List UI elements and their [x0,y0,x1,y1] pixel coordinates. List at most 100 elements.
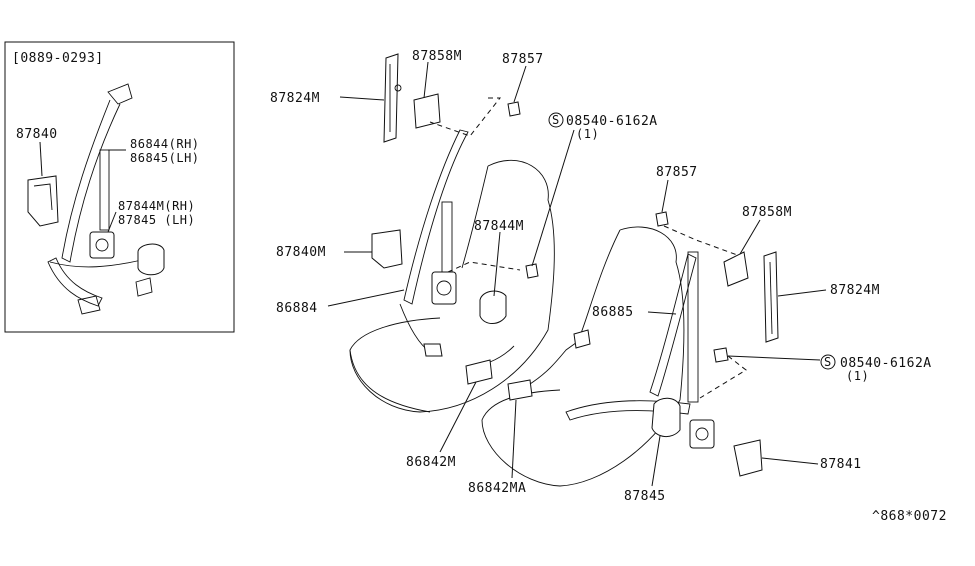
label-08540-right: 08540-6162A [840,356,932,371]
bolt-08540-left [525,263,539,279]
label-87844m: 87844M [474,219,524,234]
leader-87824m-left [339,96,385,101]
left-seat-back-outline [349,159,555,413]
label-86842ma: 86842MA [468,481,526,496]
dash-anchor-right [663,225,741,257]
label-86885: 86885 [592,305,634,320]
stalk-86842ma [507,379,533,401]
label-87845: 87845 [624,489,666,504]
inset-lap-webbing [47,257,103,307]
inset-retractor-hub [95,238,109,252]
inset-label-87844m: 87844M(RH) [118,199,195,213]
leader-87844m [493,231,501,297]
buckle-87844m [479,290,507,324]
label-08540-top-qty: (1) [576,127,599,141]
right-seat-back-outline [481,226,685,487]
inset-label-87845: 87845 (LH) [118,213,195,227]
cover-87858m-right [723,251,749,287]
screw-symbol-letter-right: S [824,355,832,369]
inset-buckle-87845 [137,243,165,276]
right-shoulder-webbing [649,253,697,397]
connector-86842ma [573,329,591,349]
right-retractor-87841 [689,419,715,449]
leader-87857-right [661,179,669,213]
label-08540-right-qty: (1) [846,369,869,383]
left-retractor [431,271,457,305]
right-lap-webbing [565,400,691,421]
leader-87845 [651,435,661,487]
stalk-86842m-cable [489,345,515,363]
leader-87858m-right [739,219,761,255]
inset-label-86844: 86844(RH) [130,137,200,151]
label-87840m: 87840M [276,245,326,260]
right-seat-back-edge [579,229,621,337]
leader-87824m-right [777,289,827,297]
inset-panel: [0889-0293] 87840 86844(RH) 86845(LH) 87… [4,41,235,333]
label-87824m-right: 87824M [830,283,880,298]
inset-shoulder-webbing [61,99,121,263]
dash-anchor-left [429,97,502,137]
buckle-87845 [651,397,681,437]
inset-anchor-top [107,83,133,105]
leader-inset-87840 [39,141,43,177]
anchor-slot-right [769,261,773,335]
cover-87840m [371,229,403,269]
right-seat-assembly [481,211,779,487]
inset-frame [4,41,235,333]
dash-bolt-left [447,261,521,273]
left-floor-anchor [423,343,443,357]
label-87857-right: 87857 [656,165,698,180]
dash-bolt-right [699,355,747,399]
inset-label-87840: 87840 [16,127,58,142]
left-seat-back-edge [461,165,489,269]
left-seat-assembly [349,53,555,413]
inset-floor-anchor [77,295,101,315]
cover-87858m-left [413,93,441,129]
cover-87841 [733,439,763,477]
leader-lines [327,61,827,487]
label-86884: 86884 [276,301,318,316]
label-87858m-top: 87858M [412,49,462,64]
label-87824m-left: 87824M [270,91,320,106]
label-87841: 87841 [820,457,862,472]
leader-87857-top [513,65,527,103]
label-86842m: 86842M [406,455,456,470]
inset-bolt [135,277,153,297]
label-87857-top: 87857 [502,52,544,67]
leader-87841 [761,457,819,465]
bolt-08540-right [713,347,729,363]
inset-retractor [89,231,115,259]
label-08540-top: 08540-6162A [566,114,658,129]
inset-cover-detail [33,183,53,211]
leader-86884 [327,289,405,307]
left-seat-cushion [349,349,431,413]
leader-86842m [439,381,477,453]
left-shoulder-webbing [403,129,469,305]
screw-symbol-letter-top: S [552,113,560,127]
callout-labels: 87824M 87858M 87857 S 08540-6162A (1) 87… [270,49,947,524]
left-retractor-hub [436,280,452,296]
screw-symbol-icon-top [548,112,564,128]
inset-cover-87840 [27,175,59,227]
inset-rail [99,149,110,231]
leader-08540-right [727,355,821,361]
nut-87857-right [655,211,669,227]
right-retractor-hub [695,427,709,441]
leader-08540-top [531,129,575,267]
leader-87858m-top [423,61,429,99]
right-rail [687,251,699,403]
nut-87857-left [507,101,521,117]
inset-date-range: [0889-0293] [12,51,104,66]
stalk-86842ma-cable [529,339,581,385]
leader-86842ma [511,399,517,479]
screw-symbol-icon-right [820,354,836,370]
leader-86885 [647,311,677,315]
inset-label-86845: 86845(LH) [130,151,200,165]
upper-anchor-left [383,53,399,143]
label-87858m-right: 87858M [742,205,792,220]
leader-inset-87844m [107,211,117,233]
drawing-code: ^868*0072 [872,509,947,524]
stalk-86842m [465,359,493,385]
